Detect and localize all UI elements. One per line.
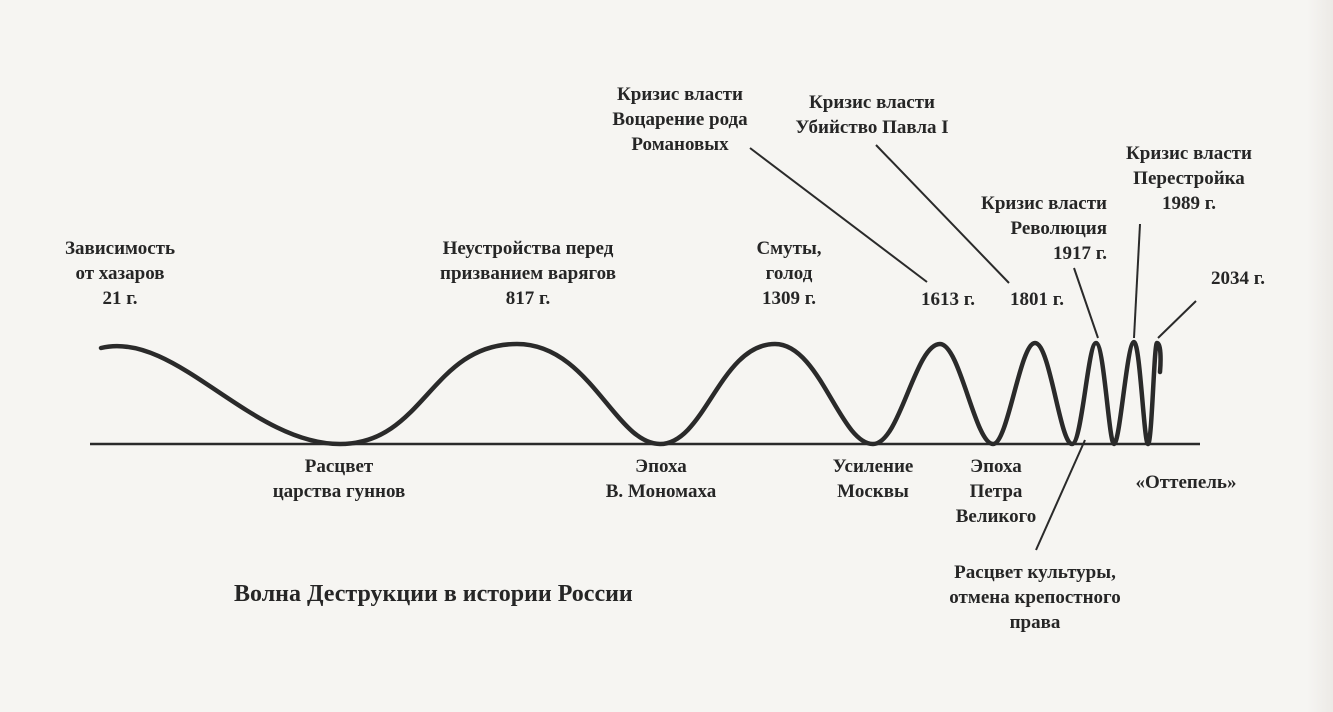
peak-label-romanov-crisis: Кризис власти Воцарение рода Романовых: [612, 84, 748, 155]
diagram-caption: Волна Деструкции в истории России: [234, 581, 633, 607]
trough-label-culture: Расцвет культуры, отмена крепостного пра…: [949, 562, 1121, 633]
peak-label-revolution: Кризис власти Революция 1917 г.: [981, 193, 1107, 264]
leader-lines: [749, 144, 1197, 551]
leader-thaw: [1035, 439, 1086, 551]
trough-label-peter: Эпоха Петра Великого: [955, 456, 1037, 527]
trough-label-huns: Расцвет царства гуннов: [272, 456, 406, 502]
leader-1613: [749, 147, 928, 283]
trough-label-thaw: «Оттепель»: [1135, 472, 1237, 493]
trough-label-moscow: Усиление Москвы: [832, 456, 914, 502]
leader-1989: [1133, 223, 1141, 339]
year-label-1613: 1613 г.: [921, 289, 975, 310]
year-label-1801: 1801 г.: [1010, 289, 1064, 310]
trough-label-monomakh: Эпоха В. Мономаха: [605, 456, 717, 502]
leader-1917: [1073, 267, 1099, 339]
peak-label-perestroika: Кризис власти Перестройка 1989 г.: [1126, 143, 1252, 214]
peak-label-varangians: Неустройства перед призванием варягов 81…: [440, 238, 616, 309]
peak-label-khazars: Зависимость от хазаров 21 г.: [64, 238, 176, 309]
year-label-2034: 2034 г.: [1211, 268, 1265, 289]
leader-2034: [1157, 300, 1197, 339]
leader-1801: [875, 144, 1010, 284]
peak-label-paul-crisis: Кризис власти Убийство Павла I: [795, 92, 949, 138]
peak-label-troubles: Смуты, голод 1309 г.: [756, 238, 822, 309]
destruction-wave: [98, 339, 1163, 447]
scan-edge: [1307, 0, 1333, 712]
